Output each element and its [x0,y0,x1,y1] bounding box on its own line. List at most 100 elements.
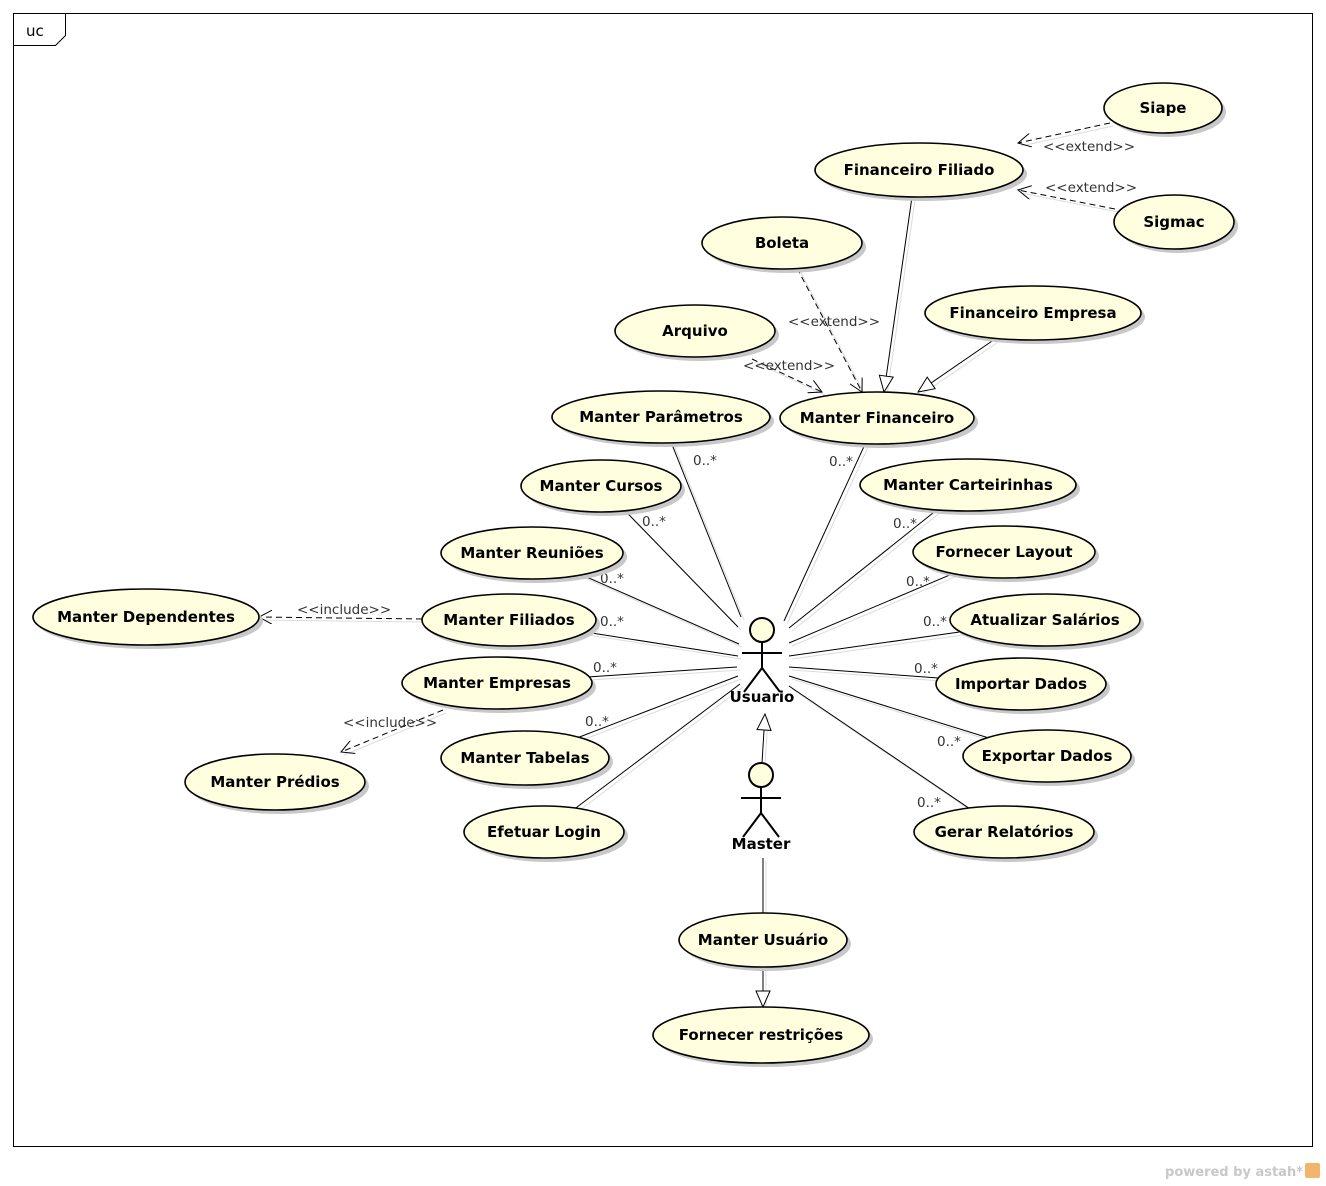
use-case-ellipse [463,805,625,859]
use-case-ellipse [701,216,863,270]
multiplicity-label: 0..* [585,714,609,730]
use-case-label: Manter Filiados [443,611,575,629]
use-case-m-parametros[interactable]: Manter Parâmetros [551,390,774,447]
use-case-m-empresas[interactable]: Manter Empresas [401,656,596,713]
extend-label: <<extend>> [743,358,835,374]
actor-usuario[interactable]: Usuario [730,617,795,706]
association-line [624,510,739,628]
multiplicity-label: 0..* [937,734,961,750]
multiplicity-label: 0..* [642,514,666,530]
use-case-boleta[interactable]: Boleta [701,216,866,273]
include-line [259,617,423,619]
use-case-label: Exportar Dados [982,747,1113,765]
use-case-m-predios[interactable]: Manter Prédios [184,753,369,814]
use-case-m-dependentes[interactable]: Manter Dependentes [32,588,263,649]
use-case-exp-dados[interactable]: Exportar Dados [962,729,1135,786]
association-line [581,574,740,645]
use-case-label: Manter Prédios [210,773,339,791]
use-case-label: Siape [1140,99,1187,117]
use-case-ellipse [440,730,610,786]
use-case-ellipse [1103,82,1223,134]
actor-right-leg [761,667,781,693]
actor-head-icon [748,762,774,788]
use-case-label: Manter Reuniões [460,544,603,562]
include-label: <<include>> [297,602,391,618]
extend-label: <<extend>> [1043,139,1135,155]
use-case-label: Manter Dependentes [57,608,235,626]
association-line [578,675,739,738]
generalization-line [918,338,996,392]
actor-name: Usuario [730,688,795,706]
use-case-m-cursos[interactable]: Manter Cursos [520,459,685,516]
multiplicity-label: 0..* [923,614,947,630]
use-case-arquivo[interactable]: Arquivo [614,304,779,361]
association-usuario-imp_dados: 0..* [788,661,942,682]
association-line [788,573,954,644]
association-line [788,685,970,809]
use-case-ellipse [551,390,771,444]
use-case-ellipse [520,459,682,513]
use-case-ellipse [814,142,1024,198]
association-line [670,442,742,618]
association-line [589,666,738,678]
use-case-at-salarios[interactable]: Atualizar Salários [949,593,1144,650]
actor-master[interactable]: Master [732,762,791,853]
association-usuario-m_filiados: 0..* [585,614,742,660]
include-m_filiados-m_dependentes: <<include>> [259,602,426,622]
multiplicity-label: 0..* [906,574,930,590]
use-case-m-financeiro[interactable]: Manter Financeiro [779,391,978,448]
extend-line [1018,190,1116,210]
use-case-label: Manter Cursos [540,477,663,495]
association-line [585,631,739,657]
use-case-ellipse [678,912,848,968]
use-case-f-restricoes[interactable]: Fornecer restrições [652,1006,873,1067]
actor-head-icon [749,617,775,643]
use-case-m-usuario[interactable]: Manter Usuário [678,912,851,971]
association-usuario-m_financeiro: 0..* [783,443,869,625]
extend-line [751,358,822,392]
use-case-label: Financeiro Filiado [844,161,995,179]
use-case-label: Manter Tabelas [460,749,589,767]
use-case-g-relatorios[interactable]: Gerar Relatórios [913,805,1098,862]
use-case-ellipse [401,656,593,710]
use-case-f-layout[interactable]: Fornecer Layout [912,525,1099,582]
use-case-m-reunioes[interactable]: Manter Reuniões [440,526,627,583]
use-case-m-filiados[interactable]: Manter Filiados [421,593,600,650]
use-case-label: Atualizar Salários [970,611,1119,629]
use-case-ellipse [184,753,366,811]
association-usuario-at_salarios: 0..* [788,614,964,660]
use-case-sigmac[interactable]: Sigmac [1113,194,1238,253]
use-case-label: Gerar Relatórios [935,823,1074,841]
use-case-label: Fornecer restrições [679,1026,843,1044]
use-case-ellipse [32,588,260,646]
use-case-imp-dados[interactable]: Importar Dados [935,657,1110,714]
association-usuario-m_empresas: 0..* [589,660,741,681]
association-usuario-f_layout: 0..* [788,573,957,647]
actor-left-leg [743,667,763,693]
use-case-m-tabelas[interactable]: Manter Tabelas [440,730,613,789]
generalization-fin_empresa-m_financeiro [918,338,999,396]
use-case-siape[interactable]: Siape [1103,82,1226,137]
use-case-label: Sigmac [1143,213,1204,231]
use-case-fin-filiado[interactable]: Financeiro Filiado [814,142,1027,201]
extend-sigmac-fin_filiado: <<extend>> [1018,180,1137,213]
relations: <<extend>><<extend>><<extend>><<extend>>… [259,122,1137,1010]
extend-arquivo-m_financeiro: <<extend>> [743,358,835,396]
association-usuario-m_cursos: 0..* [624,510,742,631]
association-line [575,683,741,809]
use-case-ellipse [440,526,624,580]
include-line [341,709,444,752]
generalization-fin_filiado-m_financeiro [884,196,916,396]
multiplicity-label: 0..* [600,571,624,587]
use-case-ef-login[interactable]: Efetuar Login [463,805,628,862]
association-line [788,675,988,739]
use-case-ellipse [962,729,1132,783]
association-line [783,443,866,622]
use-case-fin-empresa[interactable]: Financeiro Empresa [924,285,1145,344]
association-usuario-m_reunioes: 0..* [581,571,743,648]
use-case-m-carteirinhas[interactable]: Manter Carteirinhas [859,458,1080,515]
actor-left-leg [742,812,762,838]
